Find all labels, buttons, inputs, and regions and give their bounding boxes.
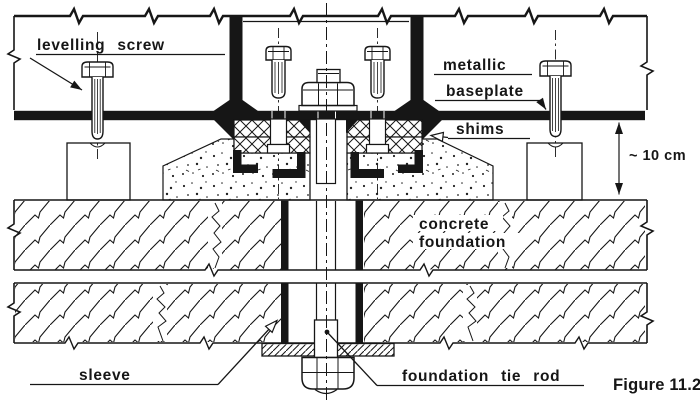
- levelling-screw-far-right: [539, 30, 572, 160]
- sleeve-walls: [281, 200, 363, 343]
- tie-rod-in-sleeve: [315, 201, 337, 320]
- frame-right-edge: [639, 16, 655, 110]
- sleeve-label: sleeve: [79, 367, 131, 384]
- stiffener-rib-left: [213, 17, 258, 111]
- figure-caption: Figure 11.2: [613, 376, 700, 394]
- machine-frame: [6, 6, 655, 111]
- support-pad-right: [526, 142, 583, 201]
- shims-arrow: [429, 131, 449, 143]
- anchor-clips: [233, 150, 423, 178]
- concrete-foundation-label-line2: foundation: [419, 234, 506, 251]
- baseplate-band: [14, 110, 645, 121]
- height-dimension-label: ~ 10 cm: [629, 148, 686, 164]
- bottom-anchorage: [261, 319, 395, 395]
- frame-top-edge: [14, 6, 647, 26]
- baseplate-label: baseplate: [446, 83, 524, 100]
- levelling-screw-far-left: [81, 32, 114, 162]
- top-hex-nut: [301, 81, 355, 107]
- metallic-label: metallic: [443, 57, 506, 74]
- foundation-tie-rod-leader-dot: [324, 329, 330, 335]
- sleeve-blockout: [281, 201, 364, 342]
- bottom-hex-nut: [301, 356, 355, 390]
- concrete-foundation: [6, 199, 655, 351]
- tie-rod-top-end: [316, 68, 341, 84]
- levelling-screw-arrow: [29, 57, 83, 91]
- support-pad-left: [66, 142, 131, 201]
- shim-end-wedges: [214, 120, 442, 140]
- foundation-break-squiggles: [153, 202, 512, 342]
- concrete-foundation-label-line1: concrete: [419, 216, 489, 233]
- sleeve-leader-arrow: [217, 319, 279, 385]
- frame-left-edge: [6, 16, 22, 110]
- levelling-screw-label: levelling screw: [37, 37, 165, 54]
- foundation-tie-rod-label: foundation tie rod: [402, 368, 560, 385]
- foundation-tie-rod-leader: [327, 332, 378, 386]
- foundation-label-bg: [413, 233, 519, 249]
- baseplate-arrow: [536, 97, 547, 110]
- nut-washer: [298, 104, 358, 112]
- labels: levelling screw metallic baseplate shims…: [29, 37, 700, 394]
- levelling-screw-mid-left: [265, 28, 292, 199]
- tie-rod-top-assembly: [298, 68, 358, 185]
- channel-edges: [309, 120, 348, 200]
- levelling-screw-mid-right: [364, 28, 391, 199]
- shims-label: shims: [456, 121, 504, 138]
- concrete-label-bg: [413, 215, 503, 231]
- height-dimension: ~ 10 cm: [615, 122, 686, 195]
- stiffener-rib-right: [394, 17, 439, 111]
